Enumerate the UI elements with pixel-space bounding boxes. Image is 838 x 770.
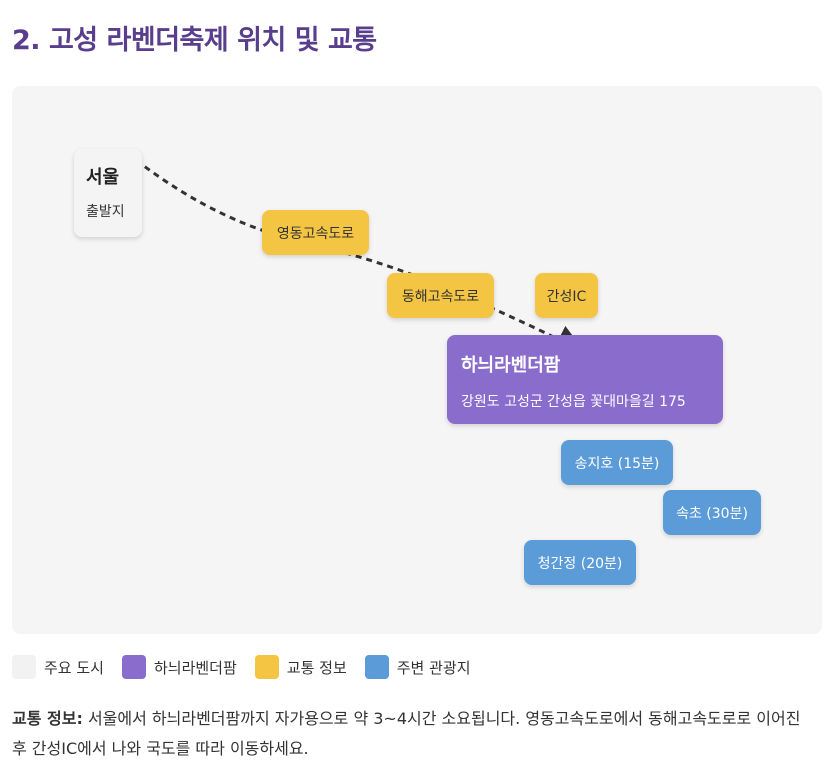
origin-city-label: 출발지 (86, 204, 125, 220)
origin-city-node: 서울 출발지 (74, 149, 142, 237)
legend-item-transport: 교통 정보 (254, 655, 347, 679)
transport-node-yeongdong: 영동고속도로 (262, 210, 369, 255)
legend-swatch-farm (121, 655, 146, 679)
attraction-node-cheonganjeong: 청간정 (20분) (524, 540, 636, 585)
map-legend: 주요 도시 하늬라벤더팜 교통 정보 주변 관광지 (12, 655, 489, 679)
destination-farm-name: 하늬라벤더팜 (461, 355, 561, 376)
legend-swatch-attraction (364, 655, 389, 679)
legend-label: 교통 정보 (286, 658, 347, 677)
legend-swatch-city (12, 655, 36, 679)
transport-info-label: 교통 정보: (12, 709, 83, 728)
attraction-node-songjiho: 송지호 (15분) (561, 440, 673, 485)
destination-farm-node: 하늬라벤더팜 강원도 고성군 간성읍 꽃대마을길 175 (447, 335, 723, 424)
transport-node-ganseong-ic: 간성IC (535, 273, 598, 318)
location-map: 서울 출발지 영동고속도로 동해고속도로 간성IC 하늬라벤더팜 강원도 고성군… (12, 86, 822, 634)
page-title: 2. 고성 라벤더축제 위치 및 교통 (12, 25, 377, 56)
legend-label: 하늬라벤더팜 (153, 658, 237, 677)
legend-item-farm: 하늬라벤더팜 (121, 655, 237, 679)
attraction-node-sokcho: 속초 (30분) (663, 490, 761, 535)
transport-info-text: 교통 정보: 서울에서 하늬라벤더팜까지 자가용으로 약 3~4시간 소요됩니다… (12, 704, 812, 764)
legend-label: 주변 관광지 (396, 658, 471, 677)
transport-info-body: 서울에서 하늬라벤더팜까지 자가용으로 약 3~4시간 소요됩니다. 영동고속도… (12, 709, 801, 758)
origin-city-name: 서울 (86, 167, 120, 188)
legend-item-city: 주요 도시 (12, 655, 104, 679)
destination-farm-address: 강원도 고성군 간성읍 꽃대마을길 175 (461, 394, 686, 410)
legend-label: 주요 도시 (44, 658, 104, 677)
transport-node-donghae: 동해고속도로 (387, 273, 494, 318)
legend-swatch-transport (254, 655, 279, 679)
legend-item-attraction: 주변 관광지 (364, 655, 471, 679)
